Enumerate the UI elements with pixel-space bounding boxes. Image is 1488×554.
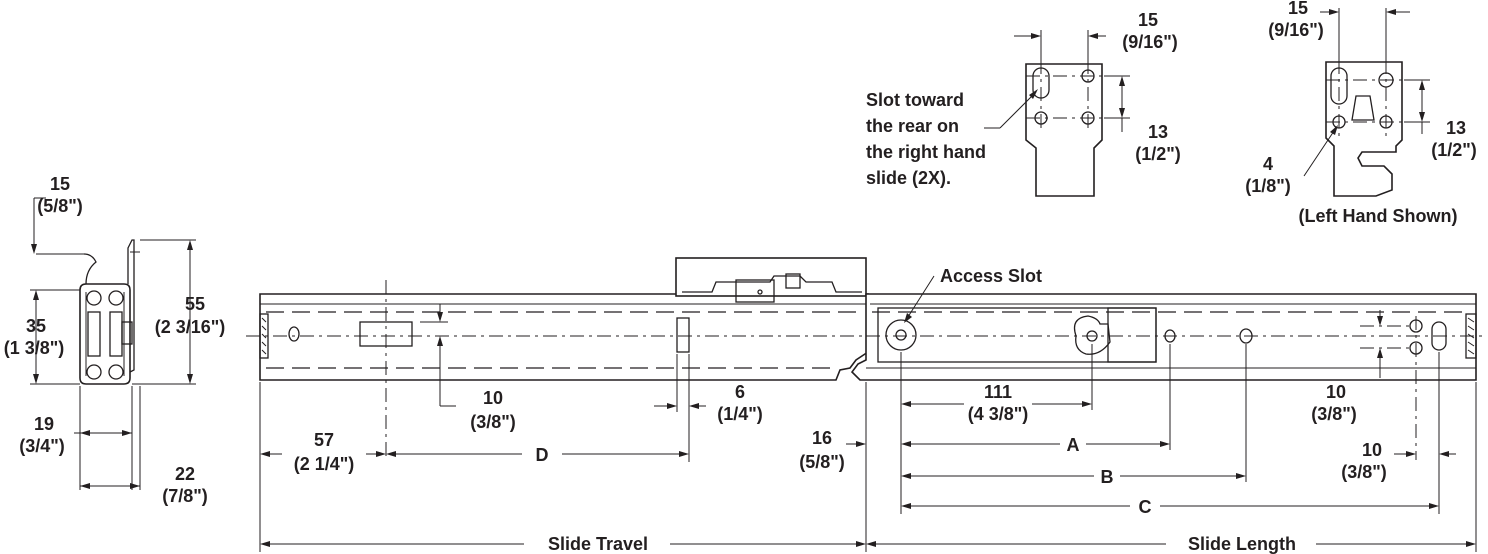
label-dim-10-right-b-in: (3/8") (1341, 462, 1387, 482)
label-dim-10-right-a: 10 (1326, 382, 1346, 402)
dim-10-right (1377, 310, 1456, 457)
label-rear-13: 13 (1446, 118, 1466, 138)
label-dim-57: 57 (314, 430, 334, 450)
label-slide-length: Slide Length (1188, 534, 1296, 554)
label-rear-15-in: (9/16") (1268, 20, 1324, 40)
label-left-hand-shown: (Left Hand Shown) (1299, 206, 1458, 226)
label-dim-10-left: 10 (483, 388, 503, 408)
label-rear-15: 15 (1288, 0, 1308, 18)
label-dim-6: 6 (735, 382, 745, 402)
label-front-15-in: (9/16") (1122, 32, 1178, 52)
dim-16 (846, 382, 867, 552)
label-slide-travel: Slide Travel (548, 534, 648, 554)
slot-note-line-1: Slot toward (866, 90, 964, 110)
label-dim-c: C (1139, 497, 1152, 517)
label-front-15: 15 (1138, 10, 1158, 30)
label-side-35-in: (1 3/8") (4, 338, 65, 358)
dim-57-and-d (259, 382, 689, 552)
dim-travel-length (260, 382, 1477, 552)
label-front-13-in: (1/2") (1135, 144, 1181, 164)
end-view (30, 197, 196, 490)
label-dim-b: B (1101, 467, 1114, 487)
label-side-35: 35 (26, 316, 46, 336)
label-dim-16: 16 (812, 428, 832, 448)
label-dim-10-left-in: (3/8") (470, 412, 516, 432)
label-dim-10-right-a-in: (3/8") (1311, 404, 1357, 424)
label-dim-57-in: (2 1/4") (294, 454, 355, 474)
label-side-top-in: (5/8") (37, 196, 83, 216)
label-side-top: 15 (50, 174, 70, 194)
slot-note-line-3: the right hand (866, 142, 986, 162)
label-dim-6-in: (1/4") (717, 404, 763, 424)
label-dim-16-in: (5/8") (799, 452, 845, 472)
label-access-slot: Access Slot (940, 266, 1042, 286)
dim-6 (654, 354, 706, 462)
label-dim-111: 111 (984, 382, 1012, 402)
label-side-22-in: (7/8") (162, 486, 208, 506)
label-dim-a: A (1067, 435, 1080, 455)
label-side-22: 22 (175, 464, 195, 484)
label-front-13: 13 (1148, 122, 1168, 142)
dim-111-a-b-c (900, 344, 1440, 514)
slide-elevation (246, 257, 1484, 460)
dim-10-left (420, 304, 456, 407)
label-side-19-in: (3/4") (19, 436, 65, 456)
label-rear-13-in: (1/2") (1431, 140, 1477, 160)
front-bracket-detail (984, 30, 1130, 197)
label-dim-d: D (536, 445, 549, 465)
label-rear-4: 4 (1263, 154, 1273, 174)
label-dim-111-in: (4 3/8") (968, 404, 1029, 424)
slot-note-line-4: slide (2X). (866, 168, 951, 188)
label-side-19: 19 (34, 414, 54, 434)
rear-bracket-detail (1303, 8, 1430, 197)
label-dim-10-right-b: 10 (1362, 440, 1382, 460)
label-side-height-in: (2 3/16") (155, 317, 226, 337)
slot-note-line-2: the rear on (866, 116, 959, 136)
label-rear-4-in: (1/8") (1245, 176, 1291, 196)
label-side-height: 55 (185, 294, 205, 314)
